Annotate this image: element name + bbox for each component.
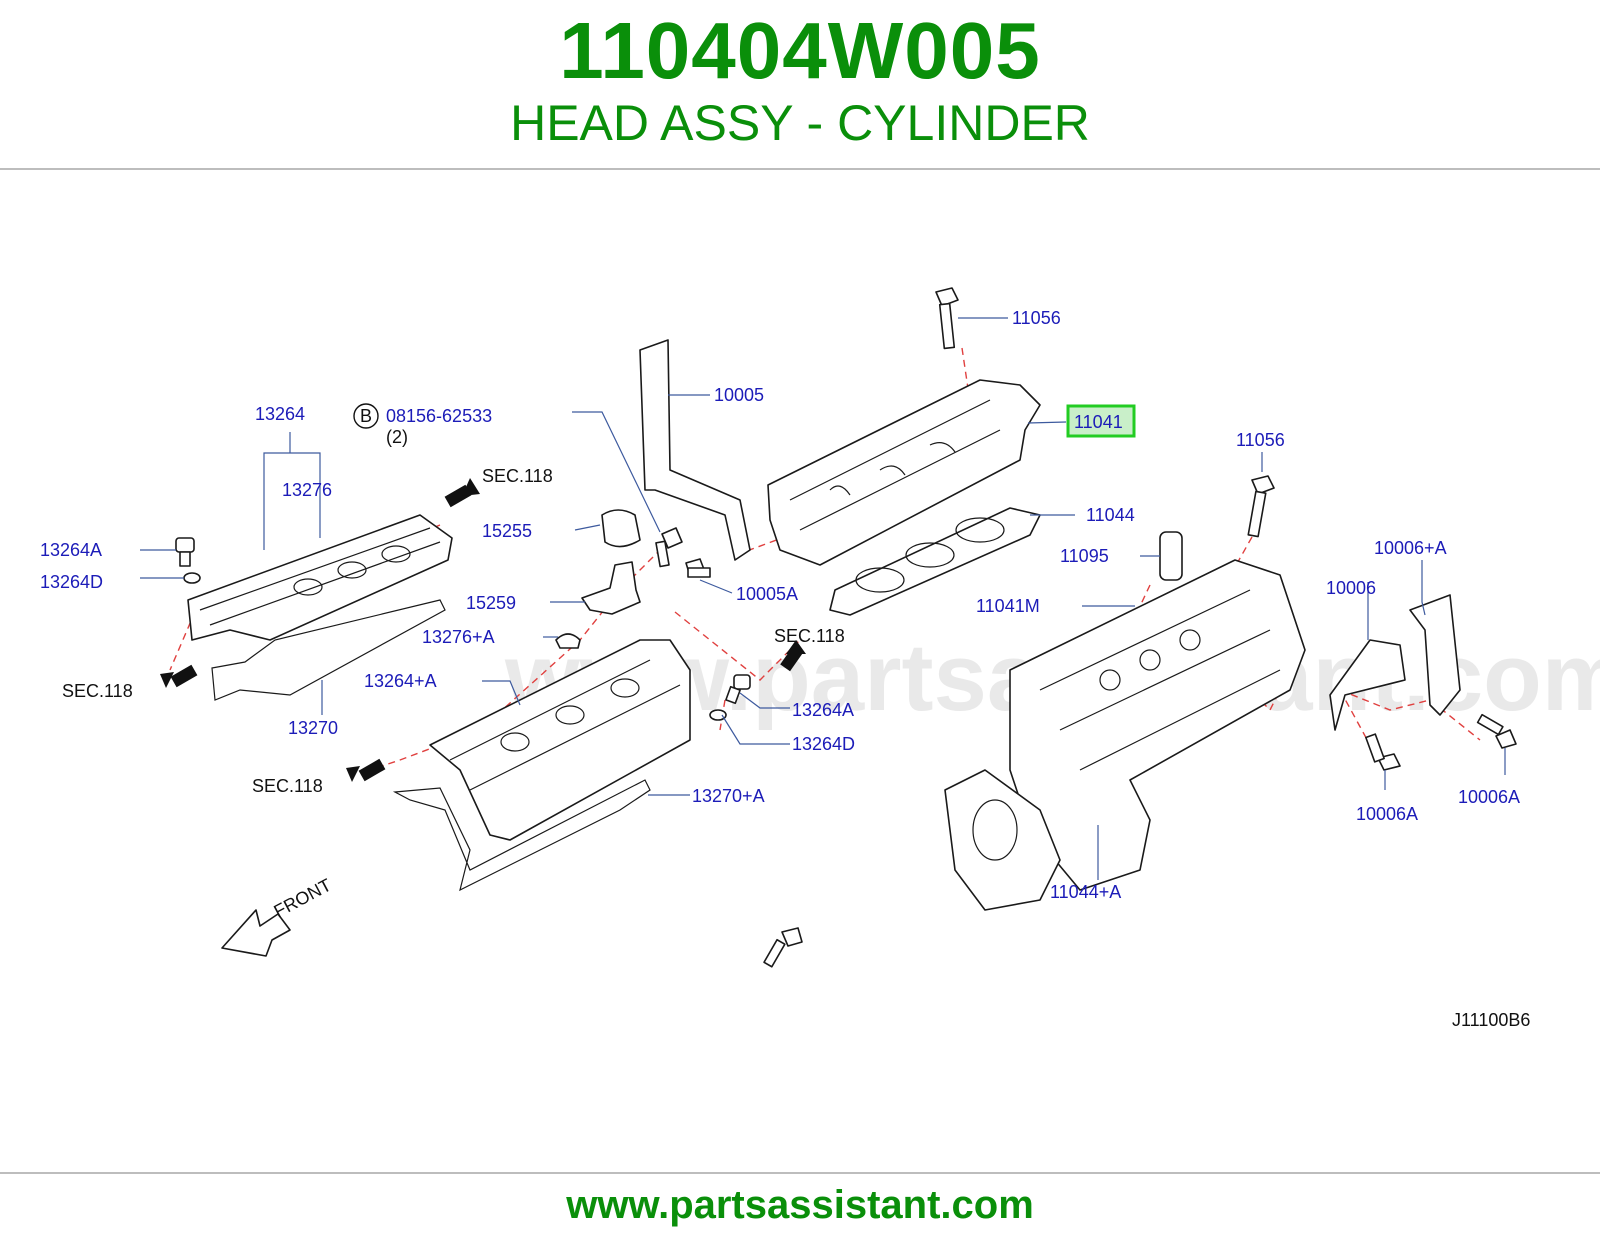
label-sec118-1[interactable]: SEC.118 <box>482 466 553 486</box>
dowel-11095 <box>1159 531 1183 581</box>
label-11056-top[interactable]: 11056 <box>1012 308 1061 328</box>
label-13264A-left[interactable]: 13264A <box>40 540 102 560</box>
label-13264D-left[interactable]: 13264D <box>40 572 103 592</box>
label-11044A[interactable]: 11044+A <box>1050 882 1121 902</box>
label-13264A-plus[interactable]: 13264+A <box>364 671 437 691</box>
adapter-15259 <box>581 561 641 615</box>
bolt-10006A-right <box>1476 713 1517 749</box>
label-11041M[interactable]: 11041M <box>976 596 1040 616</box>
label-11041[interactable]: 11041 <box>1074 412 1123 432</box>
cylinder-head-11041 <box>767 379 1041 566</box>
label-10005A[interactable]: 10005A <box>736 584 798 604</box>
header-divider <box>0 168 1600 170</box>
bolt-10005A <box>685 558 711 578</box>
bracket-10006A <box>1409 594 1461 716</box>
bracket-10006 <box>1329 639 1406 731</box>
rocker-cover-13264A <box>429 639 691 841</box>
sec-118-arrow-1 <box>444 478 480 508</box>
label-11056-right[interactable]: 11056 <box>1236 430 1285 450</box>
oil-cap-15255 <box>601 509 641 548</box>
bolt-callout-letter: B <box>360 406 372 426</box>
label-sec118-2[interactable]: SEC.118 <box>62 681 133 701</box>
bolt-11056-right <box>1247 475 1275 538</box>
sec-118-arrow-4 <box>346 758 386 782</box>
label-leader-lines <box>140 317 1506 880</box>
label-13276[interactable]: 13276 <box>282 480 332 500</box>
label-15259[interactable]: 15259 <box>466 593 516 613</box>
label-13270[interactable]: 13270 <box>288 718 338 738</box>
label-13276A[interactable]: 13276+A <box>422 627 495 647</box>
part-name-subtitle: HEAD ASSY - CYLINDER <box>510 95 1090 151</box>
front-arrow-icon <box>221 909 291 957</box>
bolt-callout-qty: (2) <box>386 427 408 447</box>
bolt-callout: B <box>353 403 379 429</box>
label-13270A[interactable]: 13270+A <box>692 786 765 806</box>
part-number-title: 110404W005 <box>559 6 1041 95</box>
head-gasket-11044 <box>829 507 1041 616</box>
page-header: 110404W005 HEAD ASSY - CYLINDER <box>0 0 1600 168</box>
gasket-13270 <box>211 599 446 701</box>
bolt-loose <box>763 927 803 968</box>
gasket-13270A <box>392 779 651 892</box>
oil-filler-cap-13264A-left <box>175 537 195 567</box>
label-10006[interactable]: 10006 <box>1326 578 1376 598</box>
cap-13276A <box>555 633 581 649</box>
label-sec118-4[interactable]: SEC.118 <box>252 776 323 796</box>
sec-118-arrow-3 <box>780 640 806 672</box>
footer-divider <box>0 1172 1600 1174</box>
label-10006A-left[interactable]: 10006A <box>1356 804 1418 824</box>
bolt-11056-top <box>935 287 959 350</box>
label-10006A-plus[interactable]: 10006+A <box>1374 538 1447 558</box>
label-13264A-right[interactable]: 13264A <box>792 700 854 720</box>
washer-13264D-left <box>183 572 201 584</box>
head-gasket-11044A <box>944 769 1061 911</box>
label-11044[interactable]: 11044 <box>1086 505 1135 525</box>
front-label: FRONT <box>270 875 334 922</box>
drawing-code: J11100B6 <box>1452 1010 1530 1030</box>
label-08156-62533[interactable]: 08156-62533 <box>386 406 492 426</box>
label-13264D-right[interactable]: 13264D <box>792 734 855 754</box>
bracket-10005 <box>639 339 751 561</box>
oil-filler-cap-13264A-right <box>725 674 751 705</box>
parts-diagram: www.partsassistant.com <box>0 170 1600 1170</box>
label-10005[interactable]: 10005 <box>714 385 764 405</box>
label-15255[interactable]: 15255 <box>482 521 532 541</box>
sec-118-arrow-2 <box>160 664 198 688</box>
washer-13264D-right <box>709 709 727 721</box>
label-11095[interactable]: 11095 <box>1060 546 1109 566</box>
highlight-box-11041 <box>1066 404 1136 438</box>
label-sec118-3[interactable]: SEC.118 <box>774 626 845 646</box>
parts-diagram-svg: www.partsassistant.com <box>40 287 1600 1030</box>
label-13264[interactable]: 13264 <box>255 404 305 424</box>
bolt-10006A-left <box>1365 733 1401 771</box>
bolt-08156 <box>655 527 683 568</box>
footer-website-link[interactable]: www.partsassistant.com <box>566 1183 1034 1227</box>
label-10006A-right[interactable]: 10006A <box>1458 787 1520 807</box>
